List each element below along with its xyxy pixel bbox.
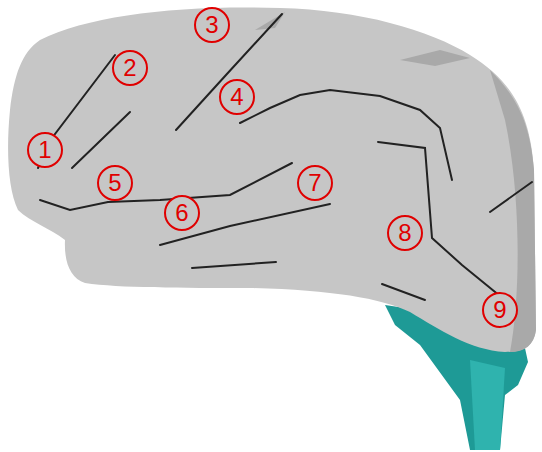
callout-number: 7 bbox=[297, 165, 333, 201]
callout-number: 1 bbox=[27, 132, 63, 168]
brainstem-highlight bbox=[470, 360, 505, 450]
sulcus-shade bbox=[400, 50, 470, 66]
sulci bbox=[38, 14, 532, 300]
callout-number: 4 bbox=[219, 79, 255, 115]
callout-number: 9 bbox=[482, 292, 518, 328]
callout-number: 2 bbox=[112, 50, 148, 86]
callout-number: 8 bbox=[387, 215, 423, 251]
callout-number: 6 bbox=[164, 195, 200, 231]
callout-number: 3 bbox=[194, 7, 230, 43]
callout-number: 5 bbox=[97, 165, 133, 201]
brain-outline bbox=[8, 7, 536, 352]
